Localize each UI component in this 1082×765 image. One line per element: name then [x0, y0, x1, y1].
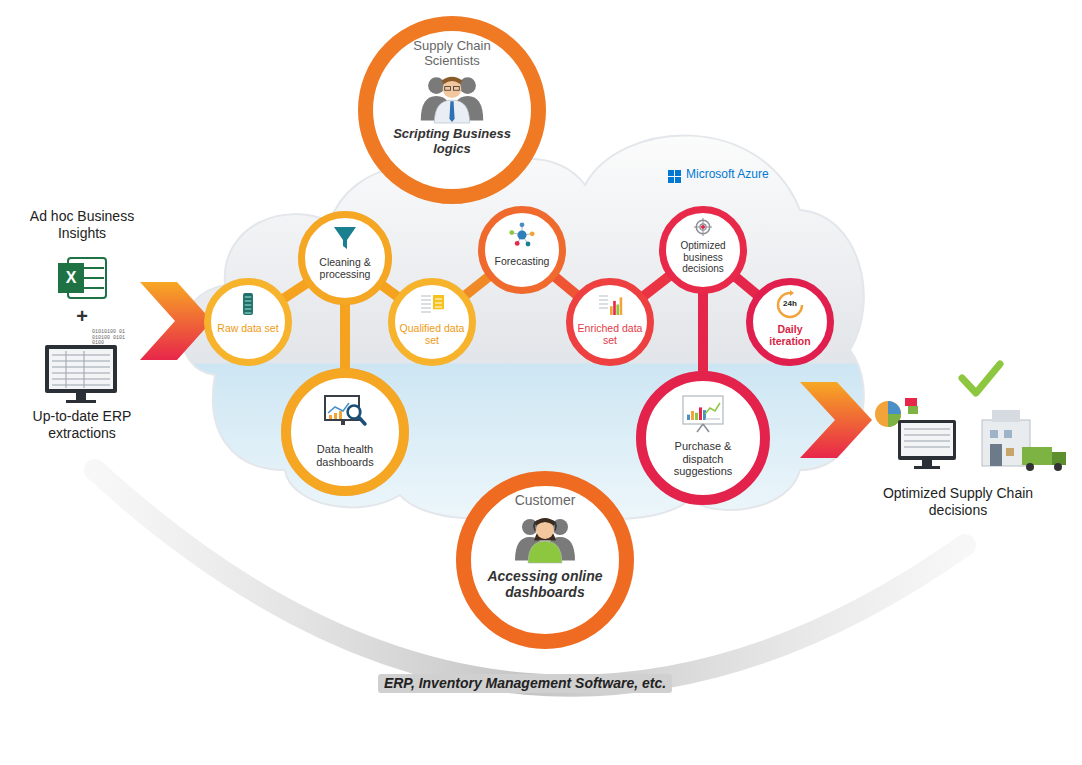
pipeline-link [736, 277, 757, 294]
step-text: Accessing online dashboards [480, 568, 610, 600]
step-circle: Forecasting [477, 205, 567, 295]
circle-outline [635, 370, 771, 506]
chart-icon [599, 296, 622, 315]
target-icon [694, 218, 712, 236]
funnel-icon [334, 227, 356, 249]
server-icon [243, 293, 253, 315]
pipeline-link [340, 304, 350, 369]
step-circle: Purchase & dispatch suggestions [635, 370, 771, 506]
erp-arc [95, 470, 965, 686]
network-icon [509, 222, 534, 246]
check-mark [962, 364, 1000, 393]
circle-outline [745, 277, 835, 367]
output-chevron [800, 382, 872, 458]
doc-icon [421, 295, 444, 312]
step-circle: Optimized business decisions [658, 205, 748, 295]
step-circle: Supply Chain ScientistsScripting Busines… [357, 15, 547, 205]
pipeline-link [555, 277, 576, 295]
truck-icon [1022, 447, 1066, 471]
input-label: Up-to-date ERP extractions [14, 408, 150, 442]
output-label: Optimized Supply Chain decisions [868, 485, 1048, 519]
windows-logo [668, 170, 681, 183]
people-icon [515, 519, 575, 563]
step-text: Cleaning & processing [308, 256, 382, 280]
circle-outline [477, 205, 567, 295]
step-text: Raw data set [215, 322, 281, 334]
pipeline-link [284, 283, 307, 298]
pipeline-link [466, 277, 489, 295]
circle-outline [280, 367, 410, 497]
step-text: Scripting Business logics [387, 127, 517, 157]
output-monitor [898, 420, 956, 469]
platform-label: Microsoft Azure [686, 167, 796, 181]
step-circle: Data health dashboards [280, 367, 410, 497]
step-text: Daily iteration [757, 323, 823, 347]
arc-label: ERP, Inventory Management Software, etc. [378, 674, 672, 693]
step-text: Enriched data set [577, 322, 643, 346]
excel-letter: X [58, 268, 84, 287]
step-circle: Cleaning & processing [297, 210, 393, 306]
pipeline-link [382, 285, 397, 296]
step-text: Data health dashboards [297, 443, 393, 468]
erp-monitor [45, 345, 117, 403]
clock-icon [778, 290, 802, 317]
clock-text: 24h [778, 299, 802, 309]
azure-cloud [182, 135, 864, 518]
excel-icon [58, 258, 106, 298]
people-icon [421, 77, 483, 123]
step-circle: Raw data set [203, 277, 293, 367]
step-text: Purchase & dispatch suggestions [653, 440, 753, 478]
step-circle: Daily iteration [745, 277, 835, 367]
pipeline-link [644, 276, 669, 295]
step-circle: Enriched data set [565, 277, 655, 367]
pipeline-link [698, 293, 708, 372]
step-circle: CustomerAccessing online dashboards [455, 470, 635, 650]
step-text: Forecasting [487, 255, 557, 267]
role-heading: Customer [490, 492, 600, 508]
input-chevron [140, 282, 212, 360]
role-heading: Supply Chain Scientists [397, 39, 507, 69]
plus-sign: + [70, 304, 94, 328]
binary-text: 01010100 01010100 01010100 [92, 330, 126, 347]
step-text: Optimized business decisions [672, 240, 734, 275]
step-text: Qualified data set [399, 322, 465, 346]
board-icon [683, 396, 723, 432]
dash-icon [325, 396, 365, 425]
step-circle: Qualified data set [387, 277, 477, 367]
input-label: Ad hoc Business Insights [20, 208, 144, 242]
